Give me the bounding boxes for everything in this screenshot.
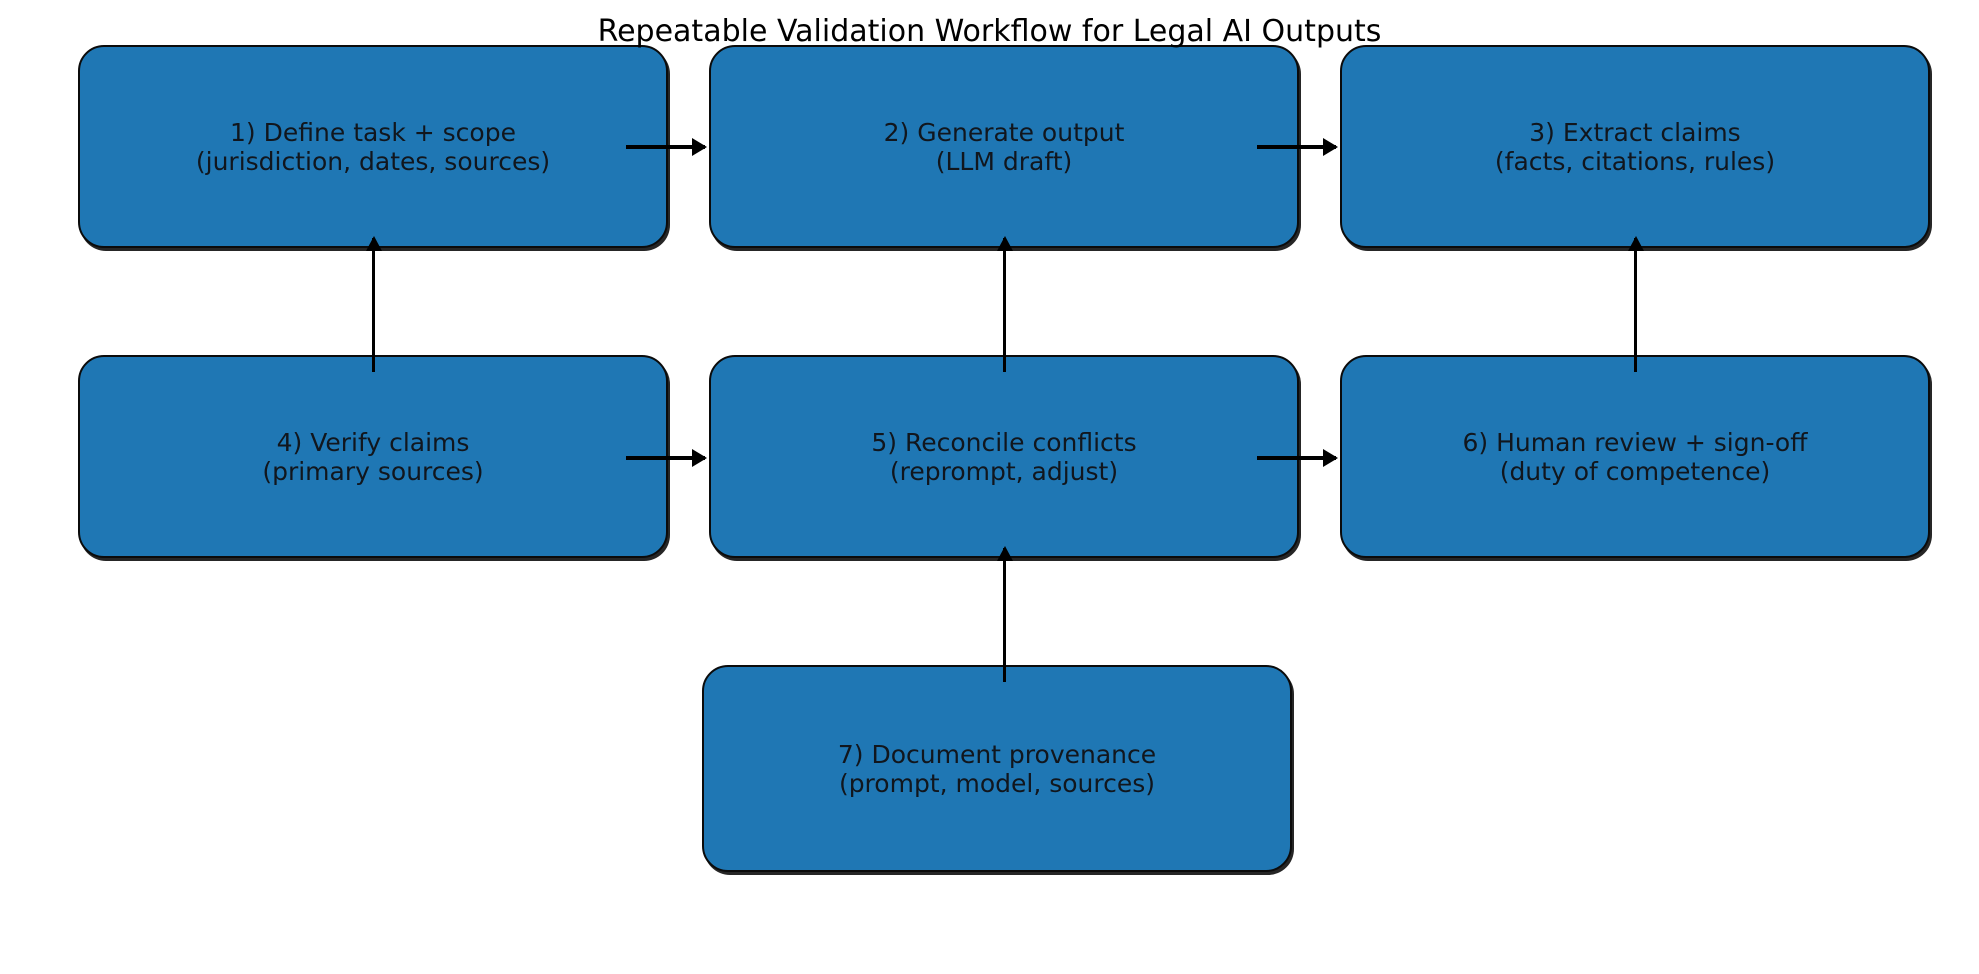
node-human-review-line1: 6) Human review + sign-off xyxy=(1462,427,1808,457)
edge-reconcile-conflicts-to-human-review xyxy=(1257,456,1336,460)
node-reconcile-conflicts[interactable]: 5) Reconcile conflicts (reprompt, adjust… xyxy=(709,355,1299,558)
node-verify-claims-line2: (primary sources) xyxy=(262,456,484,486)
page-title: Repeatable Validation Workflow for Legal… xyxy=(597,14,1382,49)
node-generate-output-line2: (LLM draft) xyxy=(935,146,1073,176)
edge-verify-claims-to-define-task xyxy=(372,238,375,372)
node-human-review-line2: (duty of competence) xyxy=(1499,456,1771,486)
node-define-task[interactable]: 1) Define task + scope (jurisdiction, da… xyxy=(78,45,668,248)
node-document-provenance[interactable]: 7) Document provenance (prompt, model, s… xyxy=(702,665,1292,872)
edge-reconcile-conflicts-to-generate-output xyxy=(1003,238,1006,372)
node-verify-claims[interactable]: 4) Verify claims (primary sources) xyxy=(78,355,668,558)
node-document-provenance-line2: (prompt, model, sources) xyxy=(838,768,1156,798)
node-reconcile-conflicts-line1: 5) Reconcile conflicts xyxy=(871,427,1137,457)
node-extract-claims[interactable]: 3) Extract claims (facts, citations, rul… xyxy=(1340,45,1930,248)
node-document-provenance-line1: 7) Document provenance xyxy=(837,739,1157,769)
edge-define-task-to-generate-output xyxy=(626,145,705,149)
node-define-task-line1: 1) Define task + scope xyxy=(230,117,516,147)
node-human-review[interactable]: 6) Human review + sign-off (duty of comp… xyxy=(1340,355,1930,558)
node-generate-output-line1: 2) Generate output xyxy=(883,117,1125,147)
node-extract-claims-line2: (facts, citations, rules) xyxy=(1494,146,1776,176)
node-define-task-line2: (jurisdiction, dates, sources) xyxy=(195,146,551,176)
edge-document-provenance-to-reconcile-conflicts xyxy=(1003,548,1006,682)
node-verify-claims-line1: 4) Verify claims xyxy=(276,427,470,457)
node-reconcile-conflicts-line2: (reprompt, adjust) xyxy=(889,456,1119,486)
edge-generate-output-to-extract-claims xyxy=(1257,145,1336,149)
edge-verify-claims-to-reconcile-conflicts xyxy=(626,456,705,460)
edge-human-review-to-extract-claims xyxy=(1634,238,1637,372)
node-generate-output[interactable]: 2) Generate output (LLM draft) xyxy=(709,45,1299,248)
node-extract-claims-line1: 3) Extract claims xyxy=(1529,117,1741,147)
